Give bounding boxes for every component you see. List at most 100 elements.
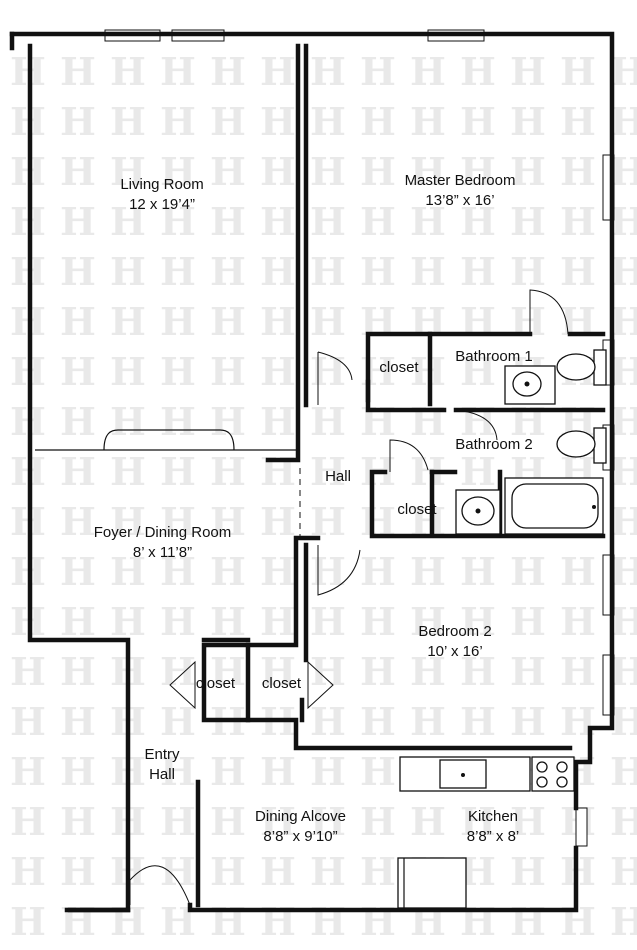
watermark-glyph: H: [360, 749, 396, 794]
watermark-glyph: H: [210, 199, 246, 244]
watermark-glyph: H: [410, 99, 446, 144]
watermark-glyph: H: [560, 299, 596, 344]
watermark-glyph: H: [410, 549, 446, 594]
watermark-glyph: H: [110, 49, 146, 94]
watermark-glyph: H: [410, 699, 446, 744]
watermark-glyph: H: [60, 99, 96, 144]
bathroom-2-name: Bathroom 2: [455, 436, 533, 453]
watermark-glyph: H: [610, 299, 637, 344]
watermark-glyph: H: [210, 349, 246, 394]
hall-label: Hall: [316, 467, 360, 487]
toilet-bathroom-2-icon: [556, 427, 607, 464]
watermark-glyph: H: [360, 849, 396, 894]
watermark-glyph: H: [460, 299, 496, 344]
master-bedroom-label: Master Bedroom 13’8” x 16’: [395, 171, 525, 211]
watermark-glyph: H: [60, 799, 96, 844]
dining-alcove-name: Dining Alcove: [255, 808, 346, 825]
watermark-glyph: H: [210, 399, 246, 444]
watermark-glyph: H: [460, 149, 496, 194]
watermark-glyph: H: [110, 449, 146, 494]
watermark-glyph: H: [410, 399, 446, 444]
watermark-glyph: H: [160, 349, 196, 394]
watermark-glyph: H: [560, 199, 596, 244]
watermark-glyph: H: [110, 349, 146, 394]
watermark-glyph: H: [210, 99, 246, 144]
closet-left-label: closet: [188, 674, 243, 694]
refrigerator-icon: [397, 857, 467, 909]
watermark-glyph: H: [10, 699, 46, 744]
foyer-dining-label: Foyer / Dining Room 8’ x 11’8”: [75, 523, 250, 563]
watermark-glyph: H: [210, 599, 246, 644]
watermark-glyph: H: [60, 249, 96, 294]
watermark-glyph: H: [60, 699, 96, 744]
watermark-glyph: H: [360, 99, 396, 144]
watermark-glyph: H: [360, 249, 396, 294]
watermark-glyph: H: [210, 749, 246, 794]
details: [35, 289, 607, 909]
watermark-glyph: H: [310, 199, 346, 244]
watermark-glyph: H: [160, 549, 196, 594]
dining-alcove-label: Dining Alcove 8’8” x 9’10”: [238, 807, 363, 847]
watermark-glyph: H: [160, 599, 196, 644]
watermark-glyph: H: [310, 299, 346, 344]
watermark-glyph: H: [410, 599, 446, 644]
watermark-glyph: H: [160, 799, 196, 844]
watermark-glyph: H: [560, 549, 596, 594]
watermark-glyph: H: [460, 549, 496, 594]
watermark-glyph: H: [160, 149, 196, 194]
watermark-glyph: H: [310, 549, 346, 594]
watermark-glyph: H: [560, 249, 596, 294]
kitchen-counter-icon: [399, 756, 531, 792]
watermark-glyph: H: [510, 799, 546, 844]
watermark-glyph: H: [210, 249, 246, 294]
watermark-glyph: H: [160, 49, 196, 94]
closet-left-name: closet: [195, 675, 236, 692]
watermark-glyph: H: [60, 49, 96, 94]
watermark-glyph: H: [260, 299, 296, 344]
toilet-bathroom-1-icon: [556, 349, 607, 386]
watermark-glyph: H: [260, 799, 296, 844]
watermark-glyph: H: [310, 899, 346, 944]
watermark-glyph: H: [260, 849, 296, 894]
watermark-glyph: H: [310, 649, 346, 694]
watermark-glyph: H: [260, 399, 296, 444]
watermark-glyph: H: [610, 899, 637, 944]
watermark-glyph: H: [210, 499, 246, 544]
watermark-glyph: H: [260, 449, 296, 494]
watermark-glyph: H: [610, 499, 637, 544]
watermark-glyph: H: [510, 249, 546, 294]
watermark-glyph: H: [460, 49, 496, 94]
watermark-glyph: H: [110, 399, 146, 444]
bathroom-1-label: Bathroom 1: [444, 347, 544, 367]
watermark-glyph: H: [260, 249, 296, 294]
watermark-glyph: H: [460, 99, 496, 144]
watermark-glyph: H: [110, 499, 146, 544]
watermark-glyph: H: [460, 449, 496, 494]
watermark-glyph: H: [60, 849, 96, 894]
watermark-glyph: H: [410, 799, 446, 844]
watermark-glyph: H: [360, 399, 396, 444]
watermark-glyph: H: [610, 99, 637, 144]
closet-bath1-name: closet: [379, 359, 419, 376]
watermark-glyph: H: [60, 299, 96, 344]
closet-bath1-label: closet: [372, 358, 426, 378]
watermark-glyph: H: [260, 199, 296, 244]
watermark-glyph: H: [510, 599, 546, 644]
watermark-glyph: H: [560, 99, 596, 144]
watermark-glyph: H: [510, 899, 546, 944]
watermark-glyph: H: [510, 49, 546, 94]
watermark-glyph: H: [110, 99, 146, 144]
watermark-glyph: H: [610, 49, 637, 94]
bathtub-icon: [504, 477, 604, 535]
watermark-glyph: H: [410, 149, 446, 194]
watermark-glyph: H: [310, 99, 346, 144]
watermark-glyph: H: [110, 599, 146, 644]
closet-right-label: closet: [254, 674, 309, 694]
watermark-glyph: H: [360, 599, 396, 644]
watermark-glyph: H: [410, 249, 446, 294]
kitchen-label: Kitchen 8’8” x 8’: [438, 807, 548, 847]
watermark-glyph: H: [360, 49, 396, 94]
watermark-glyph: H: [160, 399, 196, 444]
bedroom-2-name: Bedroom 2: [418, 623, 492, 640]
